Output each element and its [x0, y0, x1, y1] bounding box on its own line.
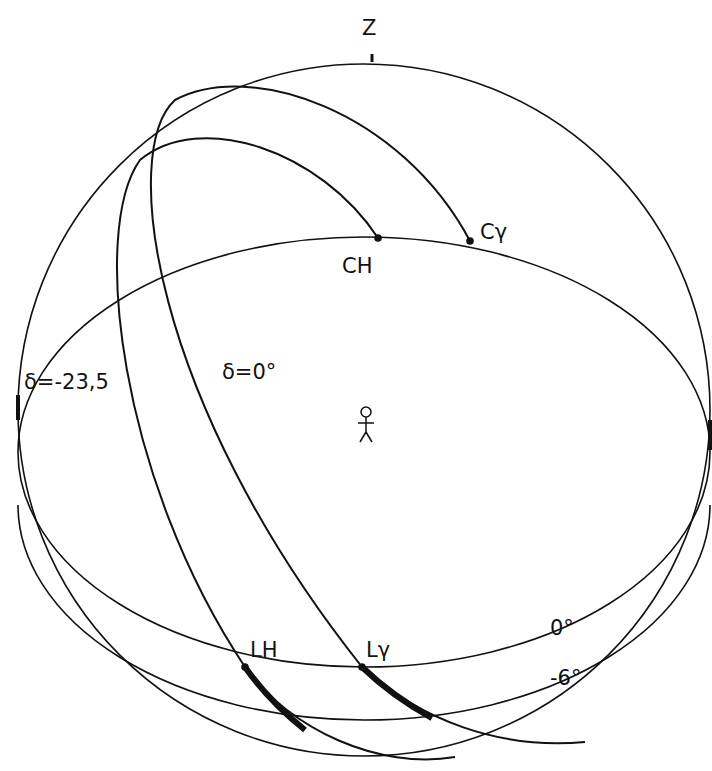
point-label: Cγ: [480, 222, 507, 243]
twilight-circle: [18, 505, 710, 720]
point-label: CH: [342, 256, 372, 277]
point-label: LH: [250, 640, 278, 661]
twilight-arc: [362, 667, 432, 718]
altitude-label: -6°: [550, 668, 581, 689]
edge-mark: [708, 420, 712, 450]
point-mark: [359, 664, 365, 670]
horizon-circle: [18, 237, 710, 667]
observer-figure: [358, 407, 374, 442]
zenith-tick: [371, 54, 374, 62]
declination-label: δ=0°: [222, 362, 276, 383]
edge-mark: [16, 395, 20, 420]
equator-path: [151, 87, 585, 744]
altitude-label: 0°: [550, 618, 574, 639]
declination-label: δ=-23,5: [24, 372, 109, 393]
zenith-label: Z: [362, 18, 376, 39]
declination-path: [117, 138, 455, 759]
point-mark: [467, 238, 473, 244]
twilight-arc: [245, 667, 305, 730]
celestial-sphere: [18, 64, 710, 756]
point-label: Lγ: [366, 640, 390, 661]
point-mark: [375, 235, 381, 241]
point-mark: [242, 664, 248, 670]
